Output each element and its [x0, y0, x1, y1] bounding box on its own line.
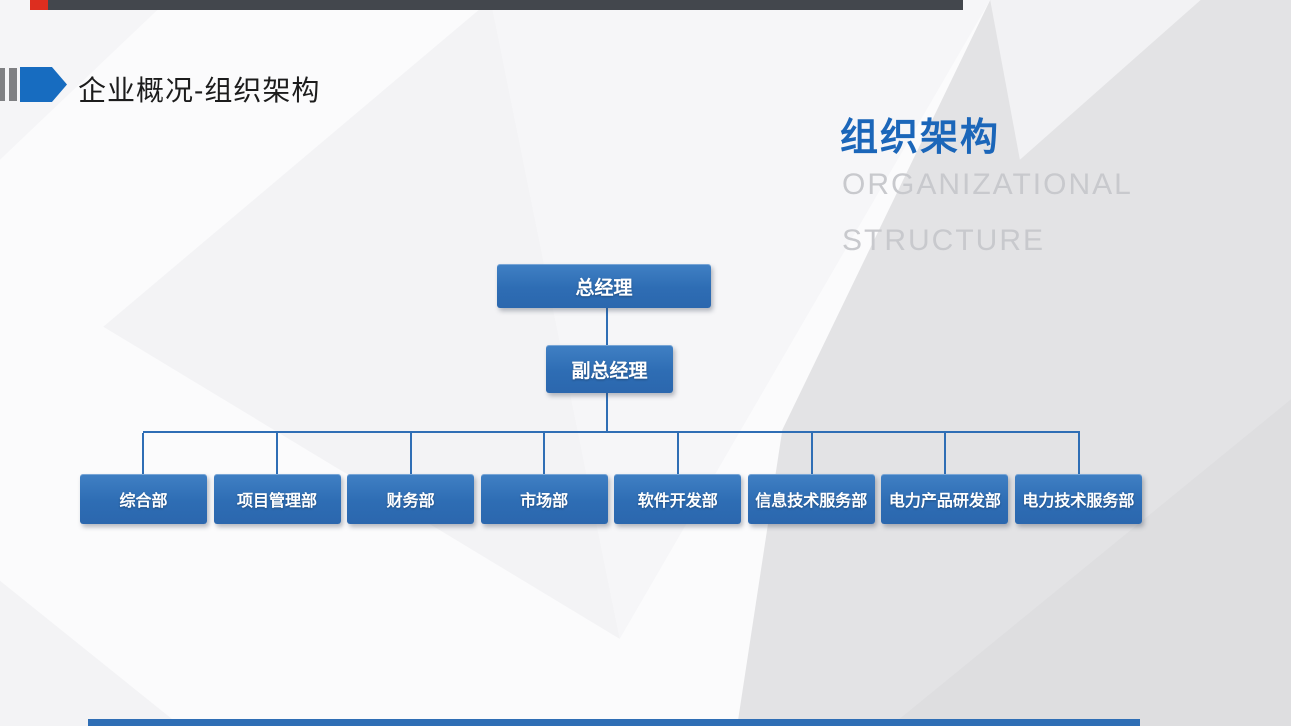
- bottom-accent-bar: [88, 719, 1140, 726]
- connector-line: [1078, 433, 1080, 474]
- org-node-department: 信息技术服务部: [747, 474, 875, 524]
- section-title-en-line1: ORGANIZATIONAL: [842, 168, 1133, 201]
- org-node-department: 市场部: [480, 474, 608, 524]
- top-accent-red-segment: [30, 0, 48, 10]
- section-title-zh: 组织架构: [840, 117, 1001, 159]
- connector-line: [142, 433, 144, 474]
- org-node-department: 软件开发部: [614, 474, 742, 524]
- org-node-ceo: 总经理: [497, 264, 711, 308]
- org-node-department: 综合部: [80, 474, 207, 524]
- connector-line: [543, 433, 545, 474]
- connector-line: [410, 433, 412, 474]
- header-deco-bar: [0, 68, 5, 101]
- top-accent-bar: [30, 0, 963, 10]
- section-title-en-line2: STRUCTURE: [842, 224, 1045, 257]
- department-row: 综合部 项目管理部 财务部 市场部 软件开发部 信息技术服务部 电力产品研发部 …: [80, 474, 1142, 524]
- org-node-deputy: 副总经理: [546, 345, 673, 393]
- connector-line: [606, 392, 608, 433]
- connector-line: [276, 433, 278, 474]
- connector-line: [944, 433, 946, 474]
- org-node-department: 财务部: [347, 474, 475, 524]
- page-title: 企业概况-组织架构: [78, 75, 321, 106]
- org-node-department: 项目管理部: [213, 474, 341, 524]
- connector-line: [143, 431, 1080, 433]
- org-node-department: 电力产品研发部: [881, 474, 1009, 524]
- connector-line: [677, 433, 679, 474]
- connector-line: [606, 308, 608, 347]
- connector-line: [811, 433, 813, 474]
- header-deco-bar: [9, 68, 17, 101]
- org-node-department: 电力技术服务部: [1014, 474, 1142, 524]
